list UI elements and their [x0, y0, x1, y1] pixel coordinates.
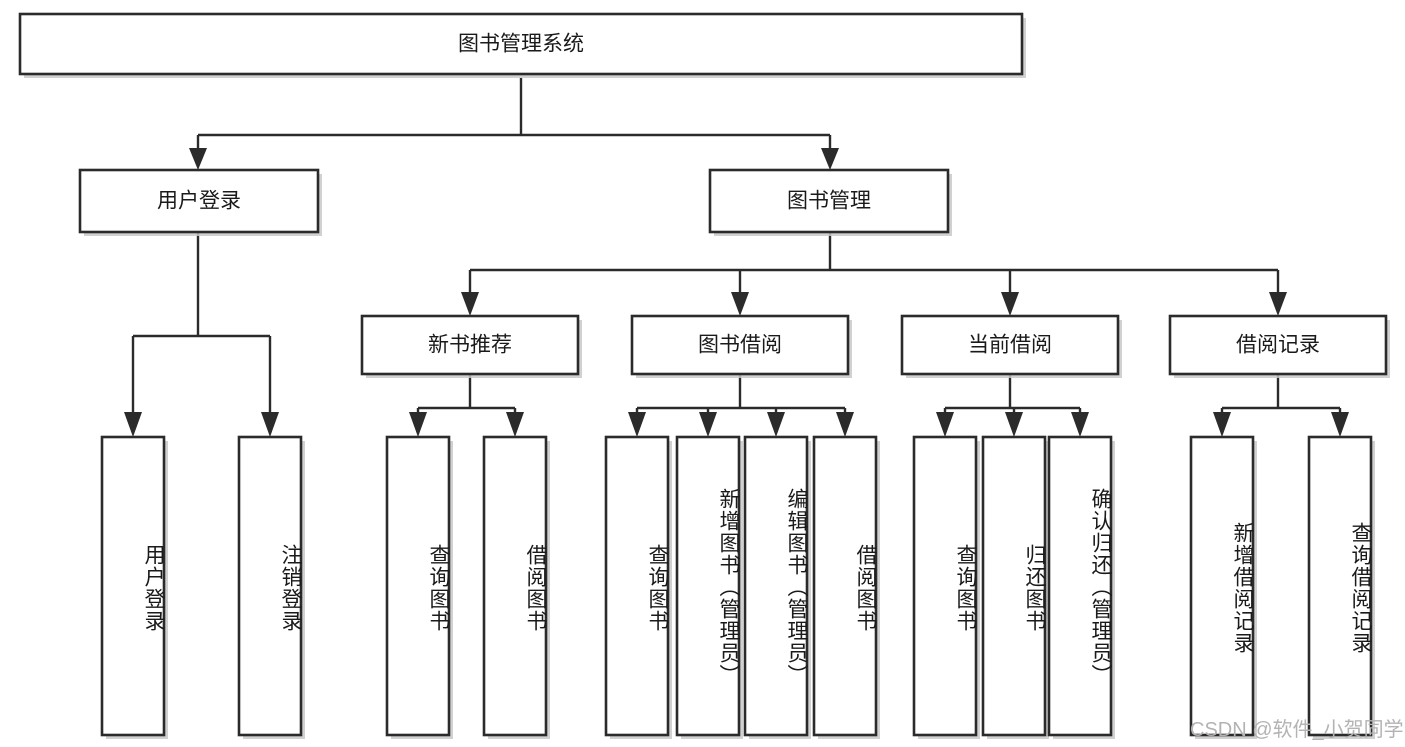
- node-box-leaf-nb-query-book[interactable]: [385, 435, 451, 737]
- node-box-root[interactable]: [18, 12, 1024, 76]
- arrow-to-new-book-rec: [461, 292, 479, 316]
- arrow-leaf-newbook-1: [409, 412, 427, 437]
- arrow-leaf-currentborrow-3: [1071, 412, 1089, 437]
- node-box-book-manage[interactable]: [708, 168, 950, 234]
- node-box-current-borrow[interactable]: [900, 314, 1120, 376]
- node-box-new-book-rec[interactable]: [360, 314, 580, 376]
- arrow-leaf-bookborrow-3: [767, 412, 785, 437]
- arrow-leaf-bookborrow-1: [628, 412, 646, 437]
- node-box-leaf-cb-return-book[interactable]: [981, 435, 1047, 737]
- node-label-book-borrow: 图书借阅: [698, 334, 782, 357]
- node-box-leaf-cb-confirm-return[interactable]: [1047, 435, 1113, 737]
- arrow-to-book-manage: [821, 148, 839, 170]
- node-box-leaf-bb-query-book[interactable]: [604, 435, 670, 737]
- arrow-leaf-currentborrow-2: [1005, 412, 1023, 437]
- node-label-borrow-record: 借阅记录: [1236, 334, 1320, 357]
- node-box-leaf-bb-add-book[interactable]: [675, 435, 741, 737]
- node-label-user-login: 用户登录: [157, 190, 241, 213]
- arrow-leaf-userlogin-1: [124, 412, 142, 437]
- node-box-leaf-logout[interactable]: [237, 435, 303, 737]
- node-box-user-login[interactable]: [78, 168, 320, 234]
- node-box-borrow-record[interactable]: [1168, 314, 1388, 376]
- node-box-leaf-bb-edit-book[interactable]: [743, 435, 809, 737]
- node-label-current-borrow: 当前借阅: [968, 334, 1052, 357]
- arrow-leaf-borrowrecord-1: [1213, 412, 1231, 437]
- node-layer: 图书管理系统 用户登录 图书管理 新书推荐 图书借阅 当前借阅 借阅记录: [18, 12, 1390, 739]
- node-label-book-manage: 图书管理: [787, 190, 871, 213]
- arrow-to-current-borrow: [1001, 292, 1019, 316]
- node-label-new-book-rec: 新书推荐: [428, 334, 512, 357]
- arrow-to-borrow-record: [1269, 292, 1287, 316]
- node-box-leaf-nb-borrow-book[interactable]: [482, 435, 548, 737]
- node-box-leaf-cb-query-book[interactable]: [912, 435, 978, 737]
- arrow-leaf-borrowrecord-2: [1331, 412, 1349, 437]
- arrow-leaf-bookborrow-4: [836, 412, 854, 437]
- node-box-leaf-bb-borrow-book[interactable]: [812, 435, 878, 737]
- arrow-to-user-login: [189, 148, 207, 170]
- arrow-leaf-newbook-2: [506, 412, 524, 437]
- node-box-leaf-user-login[interactable]: [100, 435, 166, 737]
- node-box-leaf-br-add-record[interactable]: [1189, 435, 1255, 737]
- node-box-book-borrow[interactable]: [630, 314, 850, 376]
- node-label-root: 图书管理系统: [458, 33, 584, 56]
- arrow-leaf-bookborrow-2: [699, 412, 717, 437]
- arrow-leaf-currentborrow-1: [936, 412, 954, 437]
- arrow-to-book-borrow: [731, 292, 749, 316]
- csdn-watermark: CSDN @软件_小贺同学: [1190, 719, 1404, 741]
- node-box-leaf-br-query-record[interactable]: [1307, 435, 1373, 737]
- arrow-leaf-userlogin-2: [261, 412, 279, 437]
- connector-layer: [124, 78, 1349, 437]
